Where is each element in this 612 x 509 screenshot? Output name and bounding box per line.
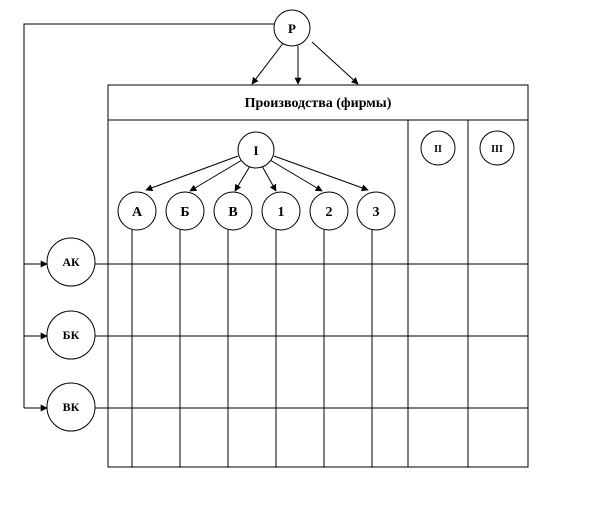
node-column-ii: II: [420, 130, 456, 166]
arrow-i-to-a: [145, 155, 239, 192]
node-column-i-label: I: [253, 143, 258, 158]
arrow-i-to-1: [261, 165, 277, 192]
node-side-bk-label: БК: [63, 328, 80, 342]
node-side-vk-label: ВК: [63, 400, 80, 414]
node-sub-b: Б: [165, 191, 205, 231]
feedback-line: [23, 23, 274, 408]
node-side-ak-label: АК: [62, 255, 80, 269]
node-sub-2: 2: [309, 191, 349, 231]
node-sub-2-label: 2: [326, 205, 333, 220]
node-sub-b-label: Б: [180, 205, 189, 220]
node-column-iii: III: [479, 130, 515, 166]
node-sub-a-label: А: [132, 205, 143, 220]
node-sub-a: А: [117, 191, 157, 231]
arrow-i-to-b: [189, 159, 243, 192]
production-box: [107, 84, 529, 468]
node-sub-1: 1: [261, 191, 301, 231]
node-sub-v-label: В: [228, 205, 237, 220]
arrow-top-right: [311, 41, 359, 85]
arrow-i-to-v: [234, 165, 251, 192]
node-side-vk: ВК: [46, 382, 96, 432]
node-side-ak: АК: [46, 237, 96, 287]
node-column-ii-label: II: [434, 144, 442, 155]
node-column-iii-label: III: [491, 144, 503, 155]
arrow-top-left: [251, 41, 285, 85]
node-sub-1-label: 1: [278, 205, 285, 220]
arrow-i-to-3: [273, 155, 369, 192]
node-top-label: Р: [288, 21, 296, 36]
node-sub-v: В: [213, 191, 253, 231]
node-column-i: I: [237, 131, 275, 169]
node-side-bk: БК: [46, 310, 96, 360]
node-sub-3-label: 3: [373, 205, 380, 220]
arrow-i-to-2: [269, 159, 323, 192]
node-sub-3: 3: [356, 191, 396, 231]
box-title: Производства (фирмы): [245, 96, 392, 111]
node-top: Р: [273, 9, 311, 47]
